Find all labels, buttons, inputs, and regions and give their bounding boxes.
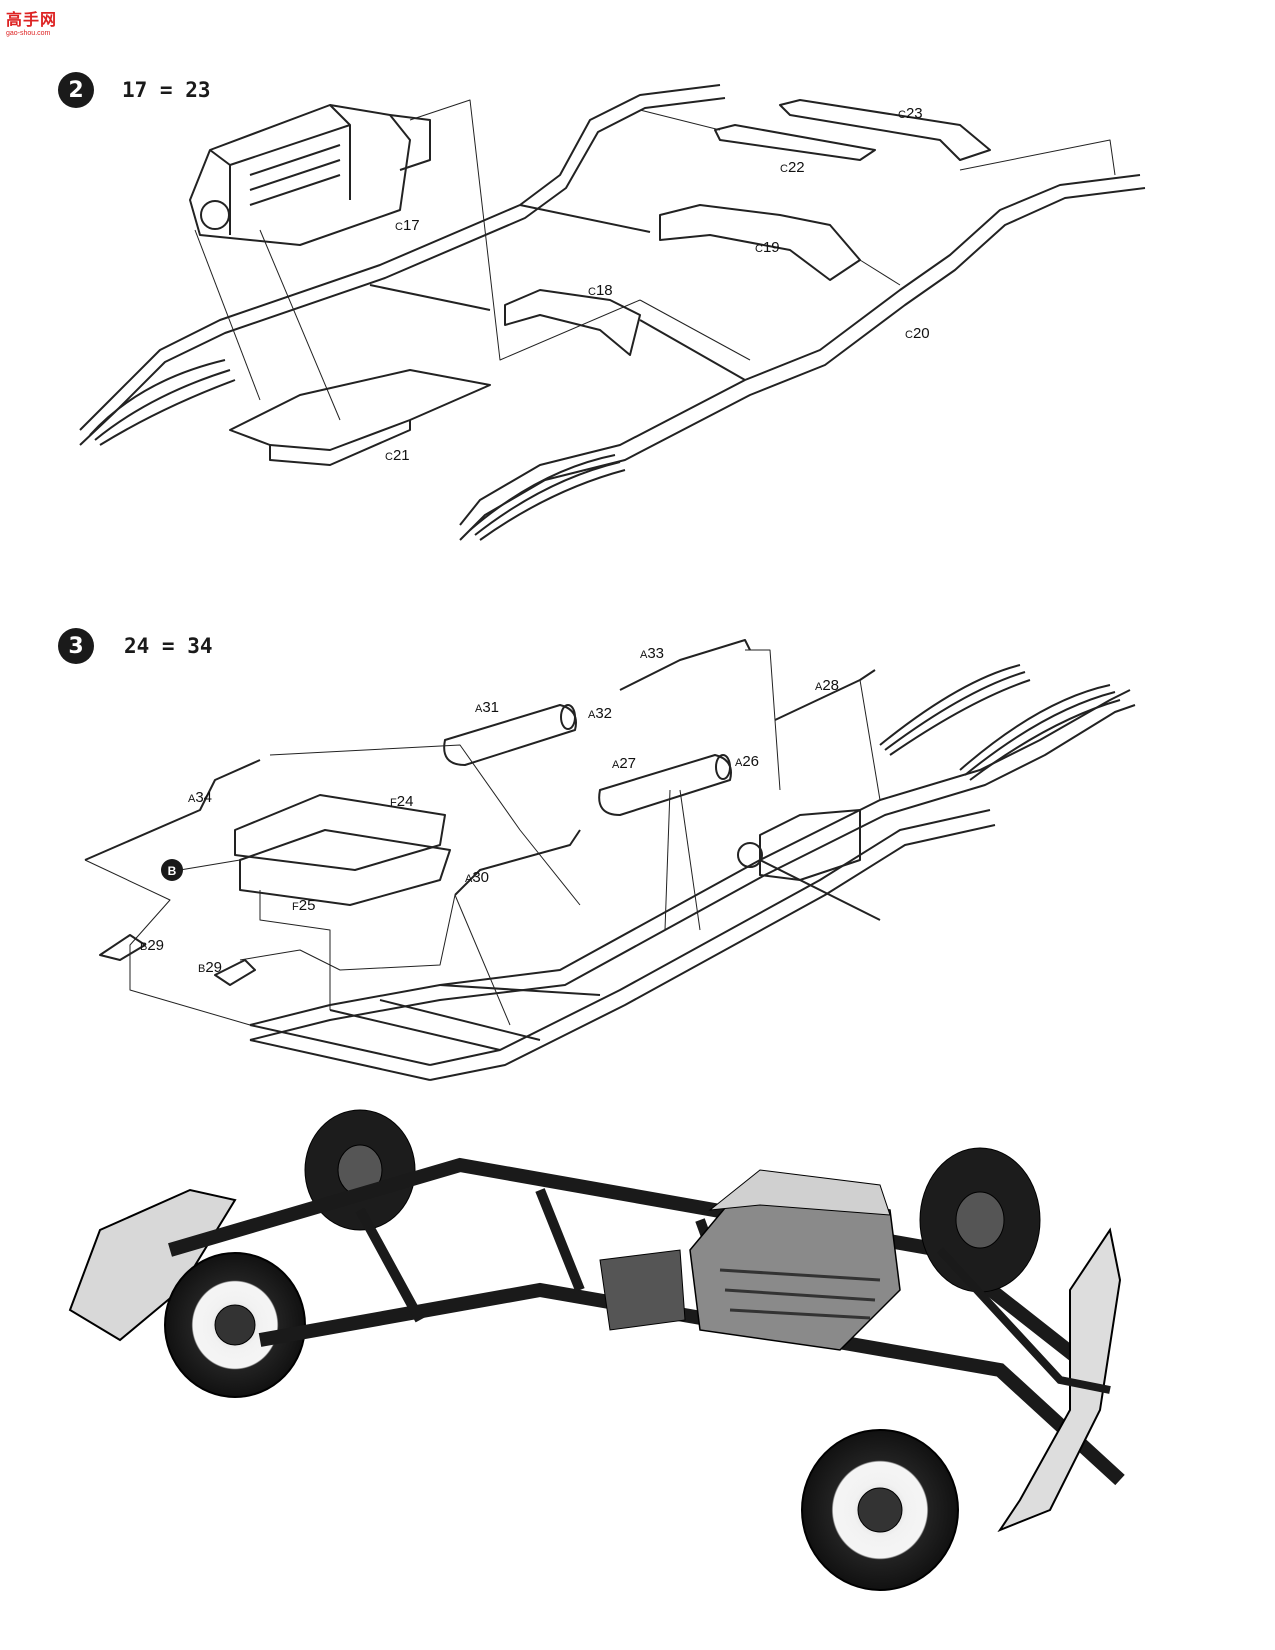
step-3-parts-range: 24 = 34 (124, 634, 213, 658)
step3-chassis-frame (249, 689, 1136, 1081)
step3-transmission (737, 809, 861, 881)
label-f24: F24 (390, 793, 413, 810)
step2-engine-block (189, 104, 431, 246)
label-a31: A31 (475, 699, 499, 716)
callout-b-text: B (168, 864, 177, 878)
label-f25: F25 (292, 897, 315, 914)
callout-b: B (161, 859, 183, 881)
step3-muffler-a31-a32 (443, 704, 577, 766)
step3-muffler-a26-a27 (598, 754, 732, 816)
label-a32: A32 (588, 705, 612, 722)
label-c21: C21 (385, 447, 410, 464)
assembly-diagram: B C17 C18 C19 C20 C21 C22 C23 A33 A28 A3… (79, 84, 1146, 1081)
label-a28: A28 (815, 677, 839, 694)
label-a34: A34 (188, 789, 212, 806)
label-a30: A30 (465, 869, 489, 886)
front-wheel-lower (801, 1429, 959, 1591)
step3-guide-lines (84, 649, 881, 1026)
label-a33: A33 (640, 645, 664, 662)
rear-wheel-lower (164, 1252, 306, 1398)
watermark-logo: 高手网 gao-shou.com (6, 6, 70, 37)
step3-brackets-b29 (99, 934, 256, 986)
label-c23: C23 (898, 105, 923, 122)
label-a26: A26 (735, 753, 759, 770)
step-3-badge: 3 (58, 628, 94, 664)
step-2-number: 2 (68, 77, 84, 103)
step3-fuel-tank (234, 794, 451, 906)
label-c18: C18 (588, 282, 613, 299)
step2-part-labels: C17 C18 C19 C20 C21 C22 C23 (385, 105, 930, 464)
step2-part-c19 (659, 204, 861, 281)
step-2-badge: 2 (58, 72, 94, 108)
step2-part-c18 (504, 289, 641, 356)
label-a27: A27 (612, 755, 636, 772)
step2-chassis-frame (79, 84, 1146, 541)
step2-part-c21 (229, 369, 491, 466)
label-c19: C19 (755, 239, 780, 256)
step2-part-c22 (714, 124, 876, 161)
watermark-url: gao-shou.com (6, 30, 51, 37)
watermark-text: 高手网 (6, 12, 58, 29)
front-wheel-upper (919, 1147, 1041, 1293)
step3-part-labels: A33 A28 A31 A32 A27 A26 A34 F24 F25 A30 … (140, 645, 839, 976)
step3-leaf-springs (879, 664, 1121, 781)
assembled-chassis-photo (68, 1109, 1125, 1591)
step2-guide-lines (194, 99, 1116, 421)
label-b29-right: B29 (198, 959, 222, 976)
step2-part-c23 (779, 99, 991, 161)
label-c17: C17 (395, 217, 420, 234)
label-b29-left: B29 (140, 937, 164, 954)
photo-engine (689, 1169, 901, 1351)
label-c22: C22 (780, 159, 805, 176)
label-c20: C20 (905, 325, 930, 342)
step-2-parts-range: 17 = 23 (122, 78, 211, 102)
step2-leaf-springs (89, 359, 626, 541)
step-3-number: 3 (68, 633, 84, 659)
